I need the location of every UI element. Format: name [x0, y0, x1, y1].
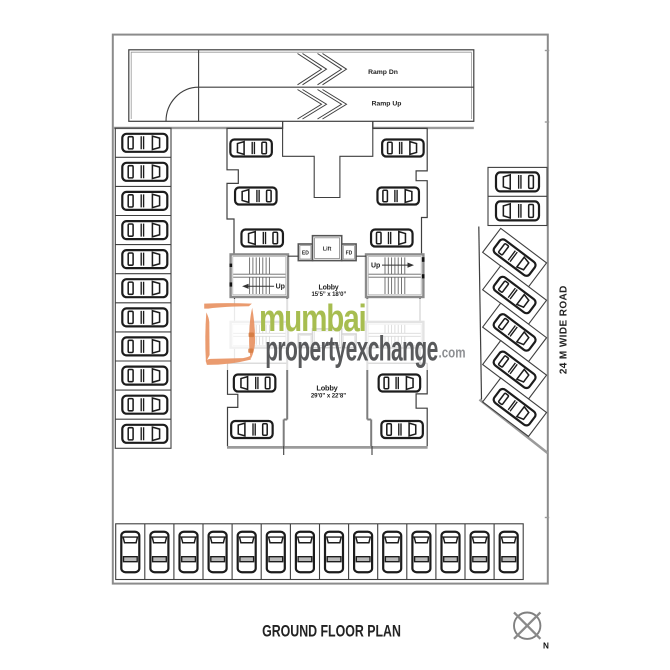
svg-text:Ramp Dn: Ramp Dn: [368, 69, 398, 76]
svg-text:Up: Up: [276, 284, 285, 291]
svg-text:29’0” x 22’8”: 29’0” x 22’8”: [311, 393, 346, 400]
svg-text:Lobby: Lobby: [316, 383, 338, 392]
svg-text:Lobby: Lobby: [319, 284, 339, 291]
svg-text:.com: .com: [439, 344, 466, 361]
svg-text:24 M WIDE ROAD: 24 M WIDE ROAD: [558, 285, 569, 374]
svg-text:propertyexchange: propertyexchange: [265, 330, 438, 369]
svg-text:mumbai: mumbai: [259, 298, 366, 340]
svg-text:Lift: Lift: [323, 246, 332, 252]
svg-text:GROUND FLOOR PLAN: GROUND FLOOR PLAN: [262, 623, 401, 641]
svg-text:Ramp Up: Ramp Up: [372, 100, 402, 107]
svg-text:FD: FD: [346, 251, 353, 257]
svg-text:N: N: [543, 642, 549, 651]
svg-text:ED: ED: [302, 251, 309, 257]
svg-text:Up: Up: [371, 262, 380, 269]
svg-text:15’5” x 18’0”: 15’5” x 18’0”: [312, 292, 347, 298]
